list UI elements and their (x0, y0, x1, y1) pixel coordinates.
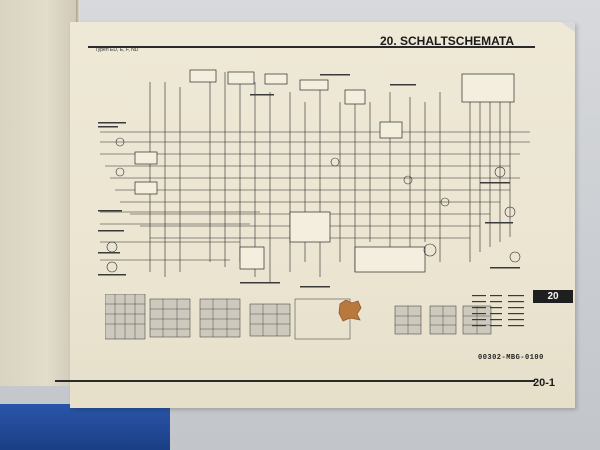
manual-page: 20. SCHALTSCHEMATA Typen ED, E, F, ND (55, 22, 575, 408)
section-tab: 20 (533, 290, 573, 303)
blue-book (0, 404, 170, 450)
page-number: 20-1 (533, 377, 556, 389)
part-number: 00302-MBG-0100 (478, 354, 544, 362)
left-page (0, 0, 80, 386)
model-line: Typen ED, E, F, ND (95, 47, 139, 53)
footer-rule (55, 380, 535, 382)
color-code-legend (472, 295, 524, 327)
section-title: 20. SCHALTSCHEMATA (380, 34, 515, 48)
wiring-diagram (98, 69, 530, 288)
page-corner (561, 22, 575, 32)
header-rule (88, 46, 535, 48)
switch-tables (105, 294, 492, 340)
paper-tear (338, 300, 362, 322)
